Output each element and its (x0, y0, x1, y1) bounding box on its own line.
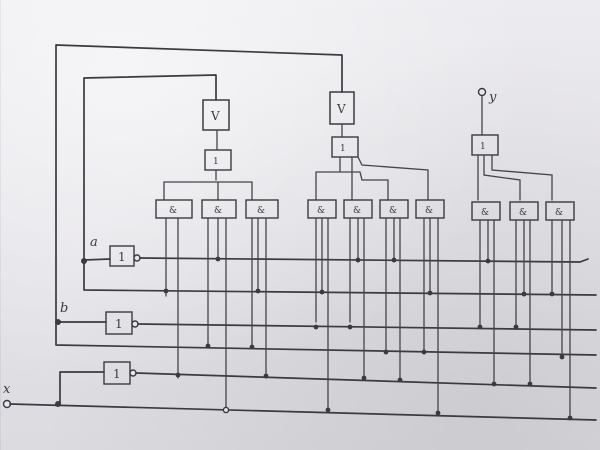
and-gate-8-inputs (479, 219, 495, 385)
and-gate-1-symbol: & (169, 206, 177, 216)
or-gate-2-symbol: 1 (340, 144, 346, 154)
and-gate-5: & (343, 199, 373, 219)
or-gate-1: 1 (204, 149, 232, 171)
bus-a-in (83, 258, 111, 261)
and-gate-4-symbol: & (317, 206, 325, 216)
inverter-x-symbol: 1 (113, 367, 121, 381)
and-gate-3-symbol: & (257, 206, 265, 216)
and-gate-6: & (379, 199, 409, 219)
and-gate-10-inputs (551, 219, 571, 419)
and-gate-1: & (155, 199, 193, 219)
and-gate-8-symbol: & (481, 208, 489, 218)
or1-inputs (163, 169, 253, 201)
and-gate-7-symbol: & (425, 206, 433, 216)
and-gate-6-symbol: & (389, 206, 397, 216)
bus-not-a (139, 257, 589, 263)
bus-not-x (135, 372, 597, 389)
inverter-a: 1 (109, 245, 141, 267)
and-gate-2: & (201, 199, 237, 219)
junction-x (55, 401, 61, 407)
or-gate-3-symbol: 1 (480, 142, 486, 152)
inverter-a-symbol: 1 (118, 250, 126, 264)
and-gate-5-inputs (349, 217, 365, 381)
flip-flop-1: V (202, 99, 230, 131)
flip-flop-2: V (329, 91, 355, 125)
and-gate-4-inputs (315, 217, 329, 411)
inverter-b-symbol: 1 (115, 317, 123, 331)
bus-x-in (59, 371, 105, 405)
bus-b (55, 321, 597, 356)
output-label-y: y (488, 90, 497, 105)
flip-flop-2-symbol: V (336, 102, 346, 116)
and-gate-10: & (545, 201, 575, 221)
and-gate-1-inputs (165, 217, 179, 379)
and-gate-9: & (509, 201, 539, 221)
input-label-x: x (3, 382, 11, 397)
connection-dots (163, 256, 573, 421)
junction-b (55, 319, 61, 325)
flip-flop-1-symbol: V (210, 109, 220, 123)
inverter-x: 1 (103, 361, 137, 385)
and-gate-8: & (471, 201, 501, 221)
or-gate-2: 1 (331, 136, 359, 158)
and-gate-9-symbol: & (519, 208, 527, 218)
and-gate-9-inputs (515, 219, 531, 385)
and-gate-6-inputs (385, 217, 401, 381)
feedback-wire-2 (55, 44, 343, 323)
and-gate-7: & (415, 199, 445, 219)
and-gate-7-inputs (423, 217, 439, 415)
or2-inputs (315, 156, 429, 201)
or3-inputs (477, 154, 553, 201)
output-terminal-y (477, 87, 487, 97)
and-gate-5-symbol: & (353, 206, 361, 216)
or-gate-3: 1 (471, 134, 499, 156)
inverter-b: 1 (105, 311, 139, 335)
and-gate-10-symbol: & (555, 208, 563, 218)
input-label-b: b (60, 301, 68, 316)
and-gate-3-inputs (251, 217, 267, 379)
bus-x (9, 403, 597, 421)
or-gate-1-symbol: 1 (213, 157, 219, 167)
bus-not-b (137, 323, 597, 331)
and-gate-4: & (307, 199, 337, 219)
input-label-a: a (90, 235, 98, 250)
feedback-wire-1 (83, 74, 217, 263)
and-gate-2-symbol: & (214, 206, 222, 216)
junction-a (81, 258, 87, 264)
and-gate-3: & (245, 199, 279, 219)
bus-a (83, 261, 597, 296)
and-gate-2-inputs (207, 217, 227, 411)
